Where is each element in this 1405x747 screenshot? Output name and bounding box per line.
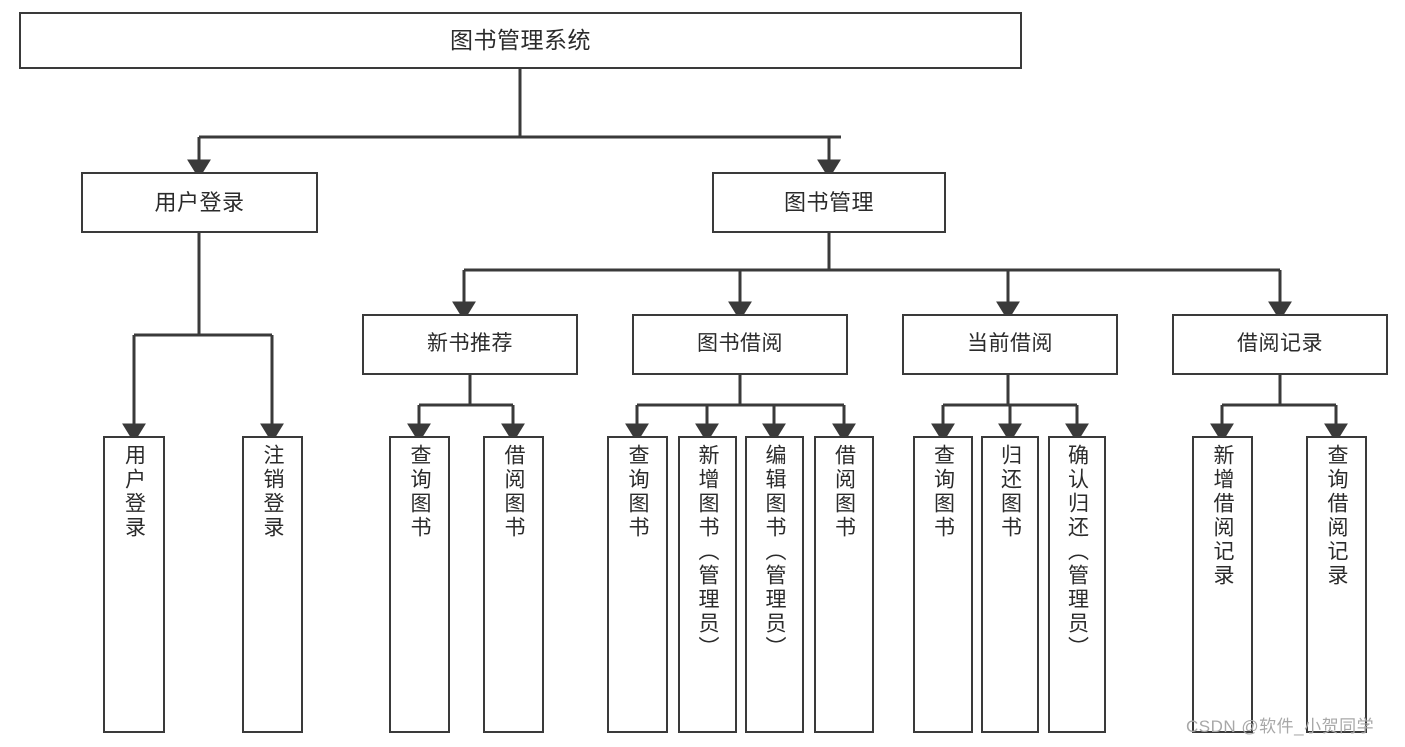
node-leaf-query-book-2-label: 查询图书: [626, 444, 649, 540]
node-book-management-label: 图书管理: [783, 189, 874, 215]
node-leaf-user-login-label: 用户登录: [122, 444, 146, 540]
node-leaf-add-book[interactable]: 新增图书（管理员）: [678, 436, 737, 733]
node-borrow-record-label: 借阅记录: [1237, 332, 1323, 356]
node-leaf-borrow-book-1-label: 借阅图书: [502, 444, 525, 540]
node-leaf-confirm-return-label: 确认归还（管理员）: [1065, 444, 1089, 660]
node-borrow-record[interactable]: 借阅记录: [1172, 314, 1388, 375]
node-leaf-query-record-label: 查询借阅记录: [1325, 444, 1348, 588]
node-leaf-return-book[interactable]: 归还图书: [981, 436, 1039, 733]
node-current-borrow-label: 当前借阅: [967, 332, 1053, 356]
watermark-text: CSDN @软件_小贺同学: [1186, 717, 1375, 736]
node-book-management[interactable]: 图书管理: [712, 172, 946, 233]
node-book-borrow[interactable]: 图书借阅: [632, 314, 848, 375]
node-new-book-recommend-label: 新书推荐: [427, 332, 513, 356]
node-leaf-query-book-2[interactable]: 查询图书: [607, 436, 668, 733]
node-leaf-query-book-1-label: 查询图书: [408, 444, 431, 540]
node-leaf-logout-label: 注销登录: [261, 444, 284, 540]
node-new-book-recommend[interactable]: 新书推荐: [362, 314, 578, 375]
node-leaf-borrow-book-1[interactable]: 借阅图书: [483, 436, 544, 733]
node-leaf-logout[interactable]: 注销登录: [242, 436, 303, 733]
node-leaf-borrow-book-2[interactable]: 借阅图书: [814, 436, 874, 733]
node-leaf-add-record-label: 新增借阅记录: [1211, 444, 1234, 588]
node-leaf-add-book-label: 新增图书（管理员）: [696, 444, 719, 660]
node-root-system[interactable]: 图书管理系统: [19, 12, 1022, 69]
node-user-login-label: 用户登录: [154, 189, 245, 215]
node-leaf-query-book-3-label: 查询图书: [931, 444, 955, 540]
node-book-borrow-label: 图书借阅: [697, 332, 783, 356]
node-leaf-confirm-return[interactable]: 确认归还（管理员）: [1048, 436, 1106, 733]
node-leaf-query-record[interactable]: 查询借阅记录: [1306, 436, 1367, 733]
node-leaf-return-book-label: 归还图书: [998, 444, 1022, 540]
node-current-borrow[interactable]: 当前借阅: [902, 314, 1118, 375]
node-user-login[interactable]: 用户登录: [81, 172, 318, 233]
node-leaf-borrow-book-2-label: 借阅图书: [832, 444, 856, 540]
node-leaf-add-record[interactable]: 新增借阅记录: [1192, 436, 1253, 733]
node-leaf-edit-book[interactable]: 编辑图书（管理员）: [745, 436, 804, 733]
node-leaf-query-book-1[interactable]: 查询图书: [389, 436, 450, 733]
node-leaf-query-book-3[interactable]: 查询图书: [913, 436, 973, 733]
node-root-label: 图书管理系统: [450, 26, 591, 53]
node-leaf-user-login[interactable]: 用户登录: [103, 436, 165, 733]
node-leaf-edit-book-label: 编辑图书（管理员）: [763, 444, 786, 660]
